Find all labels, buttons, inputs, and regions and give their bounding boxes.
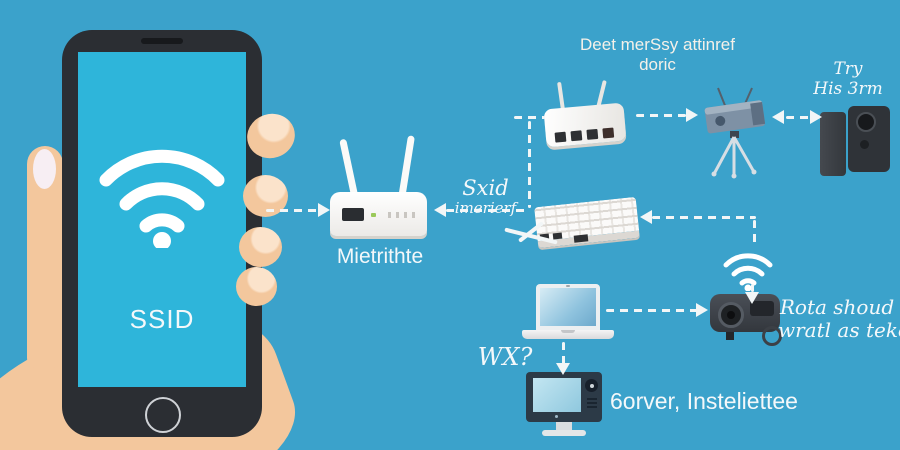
- arrowhead-to-camera: [745, 292, 759, 304]
- right-device-label: Try His 3rm: [808, 59, 888, 99]
- dashed-line-elbow-top: [514, 116, 545, 119]
- arrowhead-phone-to-router: [318, 203, 330, 217]
- monitor-vents: [587, 398, 597, 400]
- camera-lens-inner: [727, 311, 735, 319]
- top-router-port-1: [554, 131, 567, 143]
- keyboard-device: [504, 194, 646, 254]
- right-device-lens: [856, 112, 876, 132]
- wifi-icon: [99, 149, 225, 248]
- phone-home-button[interactable]: [145, 397, 181, 433]
- arrowhead-laptop-to-monitor: [556, 363, 570, 375]
- router-antenna-right: [398, 135, 415, 200]
- main-router-label: Mietrithte: [336, 245, 424, 268]
- dashed-line-tripod-to-device: [786, 116, 812, 119]
- camera-screen: [750, 301, 774, 316]
- tripod-camera-device: [704, 87, 766, 179]
- top-router-port-4: [602, 127, 615, 139]
- monitor-stand: [556, 422, 572, 430]
- monitor-screen: [533, 378, 581, 412]
- dashed-line-wifi-to-keyboard: [652, 216, 756, 219]
- router-led: [371, 213, 376, 217]
- thumb-nail: [33, 149, 56, 189]
- dashed-line-phone-to-router: [266, 209, 318, 212]
- arrowhead-laptop-to-camera: [696, 303, 708, 317]
- right-device-label-line1: Try: [833, 59, 863, 79]
- laptop-camera-dot: [566, 285, 570, 287]
- arrowhead-to-right-device: [810, 110, 822, 124]
- router-display: [342, 208, 364, 221]
- right-device-button: [860, 140, 869, 149]
- laptop-screen: [540, 288, 596, 326]
- top-router-label-line2: doric: [639, 54, 676, 74]
- dashed-line-router-to-tripod: [636, 114, 686, 117]
- keyboard-label-line2: imerierf: [454, 199, 517, 218]
- dashed-line-laptop-to-camera: [606, 309, 698, 312]
- top-router-antenna-left: [557, 81, 565, 111]
- top-router: [543, 79, 635, 160]
- right-device-label-line2: His 3rm: [813, 78, 883, 99]
- dashed-line-wifi-to-camera: [751, 284, 754, 292]
- laptop-base-notch: [561, 330, 575, 333]
- wifi-camera-label-line1: Rota shoud: [779, 295, 895, 319]
- keyboard-port-2: [552, 232, 563, 240]
- dashed-line-elbow-vertical: [528, 121, 531, 208]
- arrowhead-to-main-router: [434, 203, 446, 217]
- wifi-signal-icon: [723, 253, 773, 291]
- phone-speaker: [141, 38, 183, 44]
- top-router-port-2: [570, 130, 583, 142]
- wifi-camera-label: Rota shoud wratl as teke: [778, 295, 900, 342]
- camera-clip-hook: [762, 326, 782, 346]
- laptop: [522, 284, 617, 342]
- top-router-label-line1: Deet merSsy attinref: [580, 35, 735, 54]
- keyboard-port-3: [573, 234, 589, 243]
- right-device-left-unit: [820, 112, 846, 176]
- router-buttons: [388, 212, 391, 218]
- laptop-label: WX?: [477, 343, 533, 371]
- dashed-line-wifi-corner: [753, 220, 756, 244]
- top-router-port-3: [586, 128, 599, 140]
- arrowhead-to-keyboard: [640, 210, 652, 224]
- monitor: [526, 372, 606, 438]
- hand-finger-3: [239, 227, 282, 267]
- wifi-camera-label-line2: wratl as teke: [778, 318, 900, 342]
- camera-mount: [726, 332, 734, 340]
- dashed-line-laptop-to-monitor: [562, 342, 565, 364]
- monitor-speaker-dot: [590, 384, 594, 388]
- keyboard-label: Sxid imerierf: [438, 176, 533, 217]
- right-dark-device: [820, 98, 895, 178]
- keyboard-label-line1: Sxid: [462, 176, 509, 200]
- arrowhead-to-tripod: [772, 110, 784, 124]
- arrowhead-router-to-tripod: [686, 108, 698, 122]
- dashed-line-elbow-bottom: [446, 209, 528, 212]
- hand-finger-4: [236, 267, 277, 306]
- monitor-label: 6orver, Insteliettee: [610, 388, 798, 414]
- monitor-base: [542, 430, 586, 436]
- phone-screen-label: SSID: [129, 304, 195, 334]
- laptop-base: [522, 330, 614, 339]
- main-router: [330, 135, 430, 238]
- top-router-label: Deet merSsy attinref doric: [540, 35, 775, 74]
- top-router-body: [543, 102, 627, 148]
- monitor-power-led: [555, 415, 558, 418]
